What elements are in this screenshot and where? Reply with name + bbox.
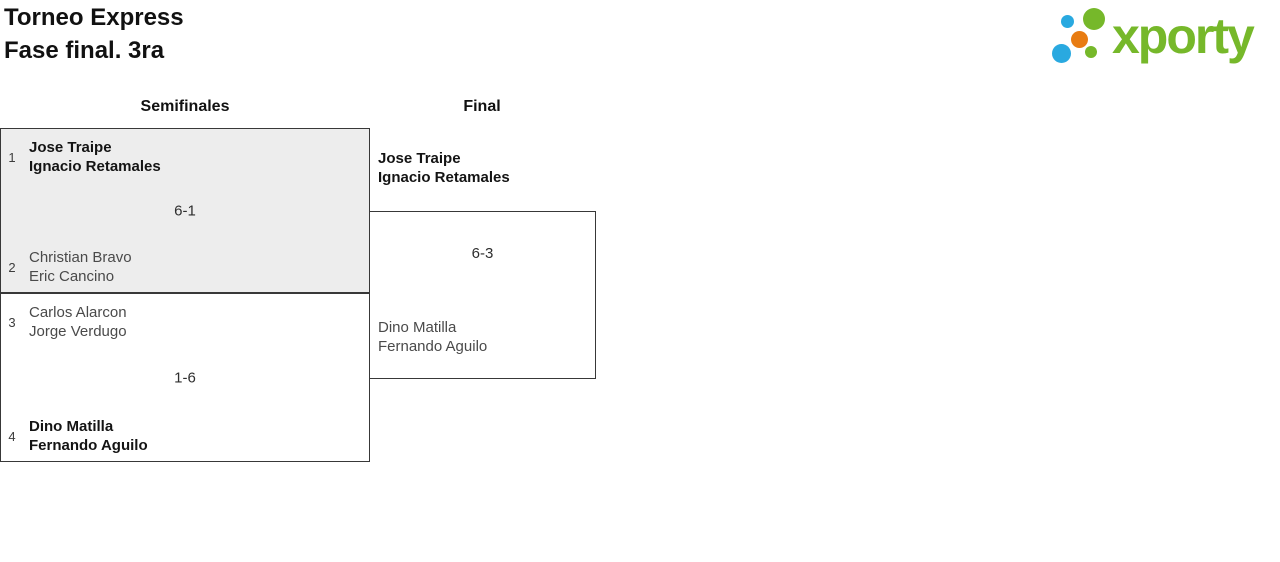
match-score: 6-1 <box>174 202 196 219</box>
final-team-bottom: Dino Matilla Fernando Aguilo <box>378 318 487 356</box>
phase-subtitle: Fase final. 3ra <box>4 37 165 64</box>
tournament-name: Torneo Express <box>4 4 184 31</box>
xporty-logo[interactable]: xporty <box>1045 0 1280 75</box>
xporty-wordmark: xporty <box>1112 8 1255 64</box>
logo-dot-orange <box>1071 31 1088 48</box>
logo-dot-blue-small <box>1061 15 1074 28</box>
seed-number: 2 <box>8 259 16 275</box>
player-name: Jose Traipe <box>378 150 461 167</box>
round-header-semifinals: Semifinales <box>140 98 230 115</box>
round-header-final: Final <box>463 98 501 115</box>
page-title: Torneo Express Fase final. 3ra <box>4 1 184 67</box>
final-match[interactable] <box>369 211 596 379</box>
team-players: Christian Bravo Eric Cancino <box>29 248 132 286</box>
logo-dot-green-large <box>1083 8 1105 30</box>
team-row: 1 Jose Traipe Ignacio Retamales <box>1 138 161 176</box>
player-name: Ignacio Retamales <box>29 158 161 175</box>
player-name: Fernando Aguilo <box>378 338 488 355</box>
semifinal-match-1[interactable]: 1 Jose Traipe Ignacio Retamales 6-1 2 Ch… <box>0 128 370 293</box>
team-row: 4 Dino Matilla Fernando Aguilo <box>1 417 148 455</box>
logo-dot-green-small <box>1085 46 1097 58</box>
player-name: Jose Traipe <box>29 139 112 156</box>
seed-number: 4 <box>8 428 16 444</box>
team-row: 2 Christian Bravo Eric Cancino <box>1 248 132 286</box>
player-name: Jorge Verdugo <box>29 323 127 340</box>
seed-number: 1 <box>8 149 16 165</box>
player-name: Ignacio Retamales <box>378 169 510 186</box>
player-name: Fernando Aguilo <box>29 437 148 454</box>
final-match-score: 6-3 <box>471 245 494 262</box>
match-score: 1-6 <box>174 369 196 386</box>
final-team-top: Jose Traipe Ignacio Retamales <box>378 149 510 187</box>
semifinal-match-2[interactable]: 3 Carlos Alarcon Jorge Verdugo 1-6 4 Din… <box>0 293 370 462</box>
team-players: Jose Traipe Ignacio Retamales <box>29 138 161 176</box>
logo-dot-blue-large <box>1052 44 1071 63</box>
team-players: Carlos Alarcon Jorge Verdugo <box>29 303 127 341</box>
team-players: Dino Matilla Fernando Aguilo <box>29 417 148 455</box>
player-name: Eric Cancino <box>29 268 115 285</box>
player-name: Dino Matilla <box>378 319 457 336</box>
player-name: Christian Bravo <box>29 249 132 266</box>
player-name: Carlos Alarcon <box>29 304 127 321</box>
seed-number: 3 <box>8 314 16 330</box>
player-name: Dino Matilla <box>29 418 114 435</box>
team-row: 3 Carlos Alarcon Jorge Verdugo <box>1 303 127 341</box>
